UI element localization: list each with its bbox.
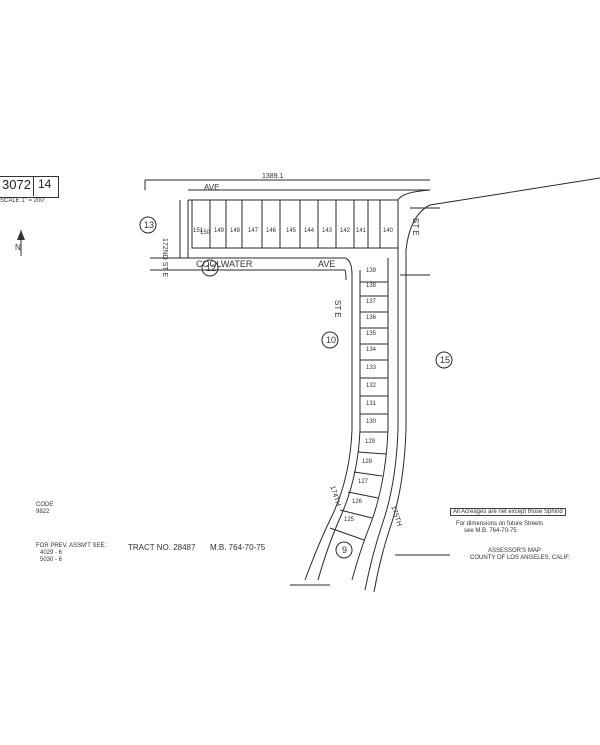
map-header-box [0,176,59,198]
parcel-10: 10 [326,335,337,345]
lot-145: 145 [286,228,297,234]
prev-assmt-line3: 5030 - 6 [40,557,63,563]
street-ave-top: AVE [204,183,220,192]
code-value: 9822 [36,509,50,515]
street-st-e-right: ST E [411,218,420,236]
lot-144: 144 [304,228,315,234]
lot-133: 133 [366,365,377,371]
parcel-15: 15 [440,355,451,365]
lot-138: 138 [366,283,377,289]
parcel-12: 12 [206,263,217,273]
acreage-note: All Acreages are net except those Sphind [450,508,566,516]
assessor-map-title: ASSESSOR'S MAP [488,548,541,554]
lot-127: 127 [358,479,369,485]
lot-148: 148 [230,228,241,234]
lot-151: 151 [193,228,204,234]
lot-134: 134 [366,347,377,353]
prev-assmt-line2: 4029 - 6 [40,550,63,556]
dimensions-note: For dimensions on future Streets [456,521,544,527]
lot-136: 136 [366,315,377,321]
street-top-number: 1389.1 [262,173,284,180]
lot-132: 132 [366,383,377,389]
dimensions-note-ref: see M.B. 764-70-75 [464,528,517,534]
lot-129: 129 [365,439,376,445]
lot-147: 147 [248,228,259,234]
parcel-13: 13 [144,220,155,230]
north-label: N [15,243,21,252]
lot-125: 125 [344,517,355,523]
map-book-number: 3072 [2,177,31,192]
tract-number: TRACT NO. 28487 [128,543,196,552]
assessor-county: COUNTY OF LOS ANGELES, CALIF. [470,555,570,561]
lot-139: 139 [366,268,377,274]
parcel-9: 9 [342,545,348,555]
map-book-reference: M.B. 764-70-75 [210,543,266,552]
street-ave: AVE [318,259,336,269]
lot-149: 149 [214,228,225,234]
map-page-number: 14 [38,177,52,191]
lot-150: 150 [200,230,211,236]
lot-142: 142 [340,228,351,234]
lot-146: 146 [266,228,277,234]
lot-131: 131 [366,401,377,407]
map-scale: SCALE 1" = 200' [0,198,45,204]
lot-137: 137 [366,299,377,305]
street-172nd: 172ND ST E [161,238,168,278]
street-st-e-left: ST E [333,300,342,318]
lot-141: 141 [356,228,367,234]
prev-assmt-line1: FOR PREV. ASSM'T SEE: [36,543,107,549]
header-divider [33,176,34,196]
lot-128: 128 [362,459,373,465]
street-coolwater: COOLWATER [196,259,253,269]
lot-130: 130 [366,419,377,425]
lot-143: 143 [322,228,333,234]
lot-126: 126 [352,499,363,505]
code-label: CODE [36,502,54,508]
lot-140: 140 [383,228,394,234]
north-arrow-icon [17,230,25,256]
lot-135: 135 [366,331,377,337]
